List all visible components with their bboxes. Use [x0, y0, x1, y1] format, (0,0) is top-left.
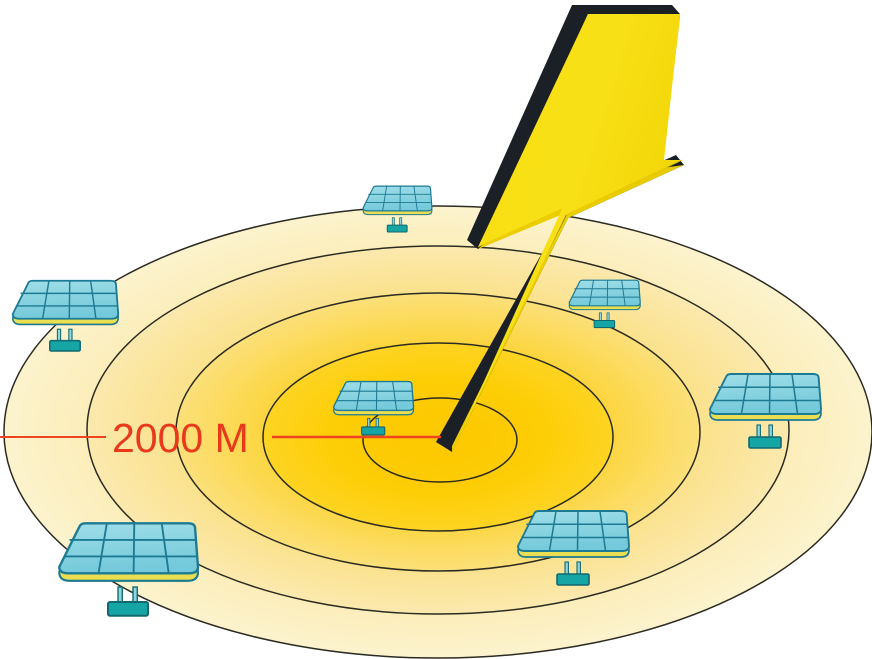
lightning-bolt-crease-upper	[565, 159, 683, 216]
radius-annotation: 2000 M	[0, 415, 441, 461]
lightning-bolt-crease-lower	[477, 208, 563, 248]
radius-label: 2000 M	[112, 415, 249, 461]
lightning-bolt-body	[452, 14, 682, 452]
ring-center	[362, 397, 518, 483]
lightning-bolt[interactable]	[436, 5, 684, 452]
